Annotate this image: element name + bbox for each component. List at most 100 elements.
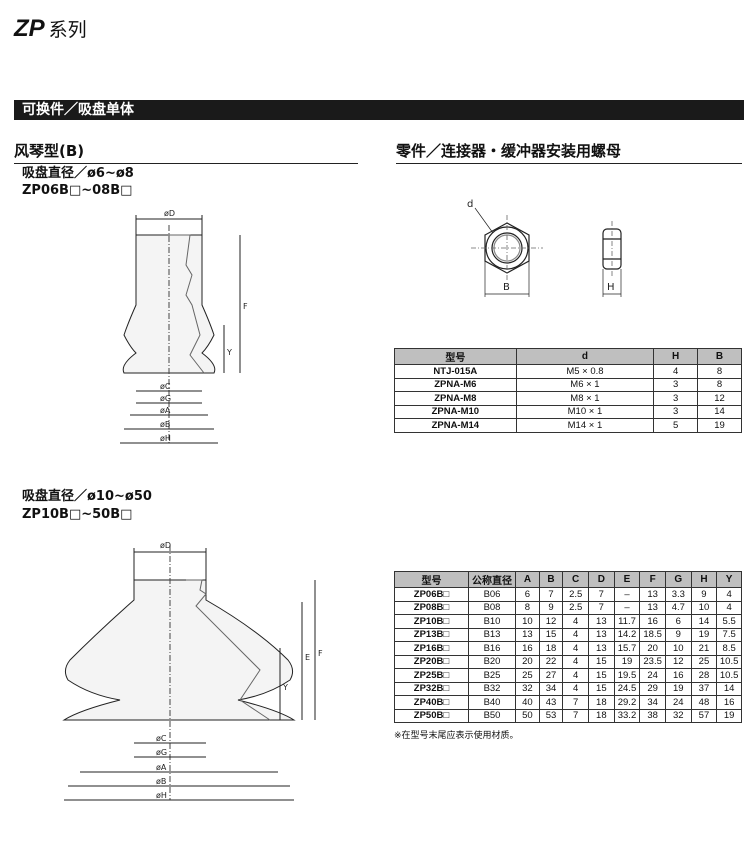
table-cell: 12: [538, 614, 564, 629]
table-cell: 27: [538, 668, 564, 683]
table-cell: ZPNA-M10: [394, 404, 517, 419]
column-header: 型号: [394, 348, 517, 365]
series-code: ZP: [14, 15, 45, 42]
table-cell: 5.5: [716, 614, 742, 629]
table-cell: B32: [467, 681, 517, 696]
table-cell: 3: [653, 404, 699, 419]
table-cell: 16: [716, 695, 742, 710]
table-cell: 7: [538, 587, 564, 602]
table-cell: 13: [515, 627, 540, 642]
table-cell: 13: [588, 641, 615, 656]
table-cell: 3: [653, 377, 699, 392]
table-cell: 8: [515, 600, 540, 615]
table-cell: 19: [690, 627, 718, 642]
table-cell: ZPNA-M8: [394, 391, 517, 406]
table-cell: 19: [613, 654, 641, 669]
dim-G-large: øG: [156, 748, 167, 757]
dim-C-large: øC: [156, 734, 167, 743]
table-cell: 13: [639, 587, 666, 602]
column-header: B: [697, 348, 742, 365]
table-cell: ZP06B□: [394, 587, 469, 602]
table-cell: 18: [538, 641, 564, 656]
table-cell: M8 × 1: [515, 391, 655, 406]
table-cell: 4: [562, 627, 589, 642]
table-cell: 4: [562, 681, 589, 696]
table-cell: 18.5: [639, 627, 666, 642]
series-suffix: 系列: [48, 19, 87, 41]
nut-label-H: H: [607, 282, 615, 293]
dim-F-small: F: [243, 302, 248, 311]
column-header: E: [613, 571, 641, 588]
dim-Y-large: Y: [282, 683, 288, 692]
table-cell: 28: [690, 668, 718, 683]
table-cell: 13: [588, 627, 615, 642]
column-header: C: [562, 571, 589, 588]
table-cell: 7: [588, 600, 615, 615]
model-note: ※在型号末尾应表示使用材质。: [394, 731, 519, 741]
dim-D-small: øD: [164, 209, 175, 218]
nut-parts-heading: 零件／连接器・缓冲器安装用螺母: [396, 140, 742, 164]
dim-E-large: E: [305, 653, 310, 662]
table-cell: 4.7: [664, 600, 692, 615]
table-cell: 16: [515, 641, 540, 656]
table-cell: 15: [588, 681, 615, 696]
table-cell: 12: [664, 654, 692, 669]
table-cell: 18: [588, 708, 615, 723]
table-cell: 25: [515, 668, 540, 683]
table-cell: ZPNA-M6: [394, 377, 517, 392]
table-cell: 4: [562, 668, 589, 683]
table-cell: 33.2: [613, 708, 641, 723]
table-cell: B40: [467, 695, 517, 710]
dim-G-small: øG: [160, 394, 171, 403]
block2-models: ZP10B□~50B□: [22, 507, 133, 522]
table-cell: 34: [538, 681, 564, 696]
table-cell: 14: [697, 404, 742, 419]
table-cell: 32: [664, 708, 692, 723]
table-cell: 15: [588, 668, 615, 683]
table-cell: ZP10B□: [394, 614, 469, 629]
table-cell: 21: [690, 641, 718, 656]
table-cell: 8.5: [716, 641, 742, 656]
table-cell: 7: [562, 695, 589, 710]
table-cell: B25: [467, 668, 517, 683]
table-cell: M14 × 1: [515, 418, 655, 433]
table-cell: 8: [697, 377, 742, 392]
table-cell: 5: [653, 418, 699, 433]
block1-models: ZP06B□~08B□: [22, 183, 133, 198]
table-cell: 24: [639, 668, 666, 683]
table-cell: –: [613, 600, 641, 615]
table-cell: M10 × 1: [515, 404, 655, 419]
column-header: 型号: [394, 571, 469, 588]
table-cell: 11.7: [613, 614, 641, 629]
column-header: H: [653, 348, 699, 365]
table-cell: 53: [538, 708, 564, 723]
table-cell: 34: [639, 695, 666, 710]
table-cell: 12: [697, 391, 742, 406]
column-header: F: [639, 571, 666, 588]
table-cell: 15.7: [613, 641, 641, 656]
table-cell: 19: [664, 681, 692, 696]
table-cell: 4: [716, 587, 742, 602]
table-cell: 57: [690, 708, 718, 723]
table-cell: 19: [697, 418, 742, 433]
table-cell: ZP13B□: [394, 627, 469, 642]
table-cell: 19.5: [613, 668, 641, 683]
dim-H-large: øH: [156, 791, 167, 800]
table-cell: 10: [690, 600, 718, 615]
table-cell: ZP50B□: [394, 708, 469, 723]
table-cell: 48: [690, 695, 718, 710]
table-cell: 13: [588, 614, 615, 629]
table-cell: 6: [515, 587, 540, 602]
table-cell: ZPNA-M14: [394, 418, 517, 433]
table-cell: 14: [690, 614, 718, 629]
